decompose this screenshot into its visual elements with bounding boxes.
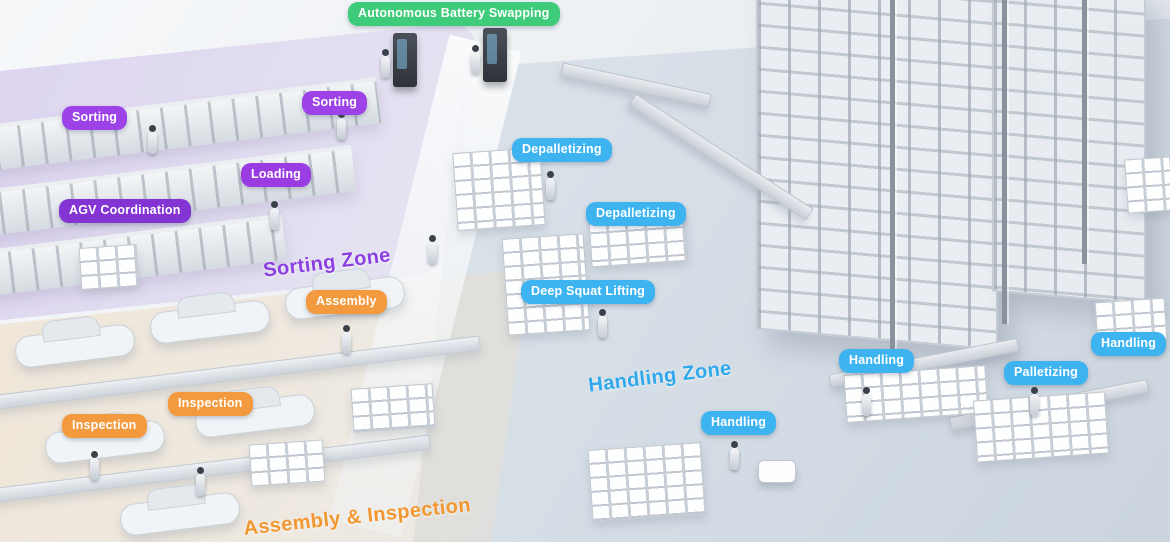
- pallet-stack: [248, 439, 326, 487]
- stacker-crane-mast: [890, 0, 895, 350]
- badge-depalletizing-lower: Depalletizing: [586, 202, 686, 226]
- humanoid-robot: [342, 325, 351, 354]
- humanoid-robot: [196, 467, 205, 496]
- humanoid-robot: [546, 171, 555, 200]
- humanoid-robot: [428, 235, 437, 264]
- agv-robot: [758, 460, 796, 483]
- badge-loading: Loading: [241, 163, 312, 187]
- battery-swap-cabinet: [483, 28, 507, 82]
- humanoid-robot: [337, 111, 346, 140]
- storage-rack-block: [992, 0, 1146, 305]
- badge-assembly: Assembly: [306, 290, 387, 314]
- badge-handling-center: Handling: [839, 349, 915, 373]
- badge-sorting-left: Sorting: [62, 106, 128, 130]
- humanoid-robot: [148, 125, 157, 154]
- pallet-stack: [587, 442, 707, 522]
- badge-handling-right: Handling: [1091, 332, 1167, 356]
- humanoid-robot: [90, 451, 99, 480]
- humanoid-robot: [471, 45, 480, 74]
- humanoid-robot: [1030, 387, 1039, 416]
- badge-palletizing: Palletizing: [1004, 361, 1089, 385]
- storage-rack-block: [756, 0, 998, 351]
- badge-depalletizing-upper: Depalletizing: [512, 138, 612, 162]
- humanoid-robot: [270, 201, 279, 230]
- humanoid-robot: [381, 49, 390, 78]
- battery-swap-cabinet: [393, 33, 417, 87]
- stacker-crane-mast: [1082, 0, 1087, 264]
- humanoid-robot: [862, 387, 871, 416]
- badge-inspection-lower: Inspection: [62, 414, 147, 438]
- badge-autonomous-battery-swapping: Autonomous Battery Swapping: [348, 2, 560, 26]
- pallet-stack: [972, 391, 1110, 463]
- humanoid-robot: [730, 441, 739, 470]
- humanoid-robot: [598, 309, 607, 338]
- pallet-stack: [1124, 156, 1170, 214]
- pallet-stack: [350, 383, 436, 433]
- pallet-stack: [78, 244, 140, 290]
- badge-agv-coordination: AGV Coordination: [59, 199, 191, 223]
- badge-handling-bottom: Handling: [701, 411, 777, 435]
- badge-inspection-upper: Inspection: [168, 392, 253, 416]
- stacker-crane-mast: [1002, 0, 1007, 324]
- badge-sorting-right: Sorting: [302, 91, 368, 115]
- badge-deep-squat-lifting: Deep Squat Lifting: [521, 280, 656, 304]
